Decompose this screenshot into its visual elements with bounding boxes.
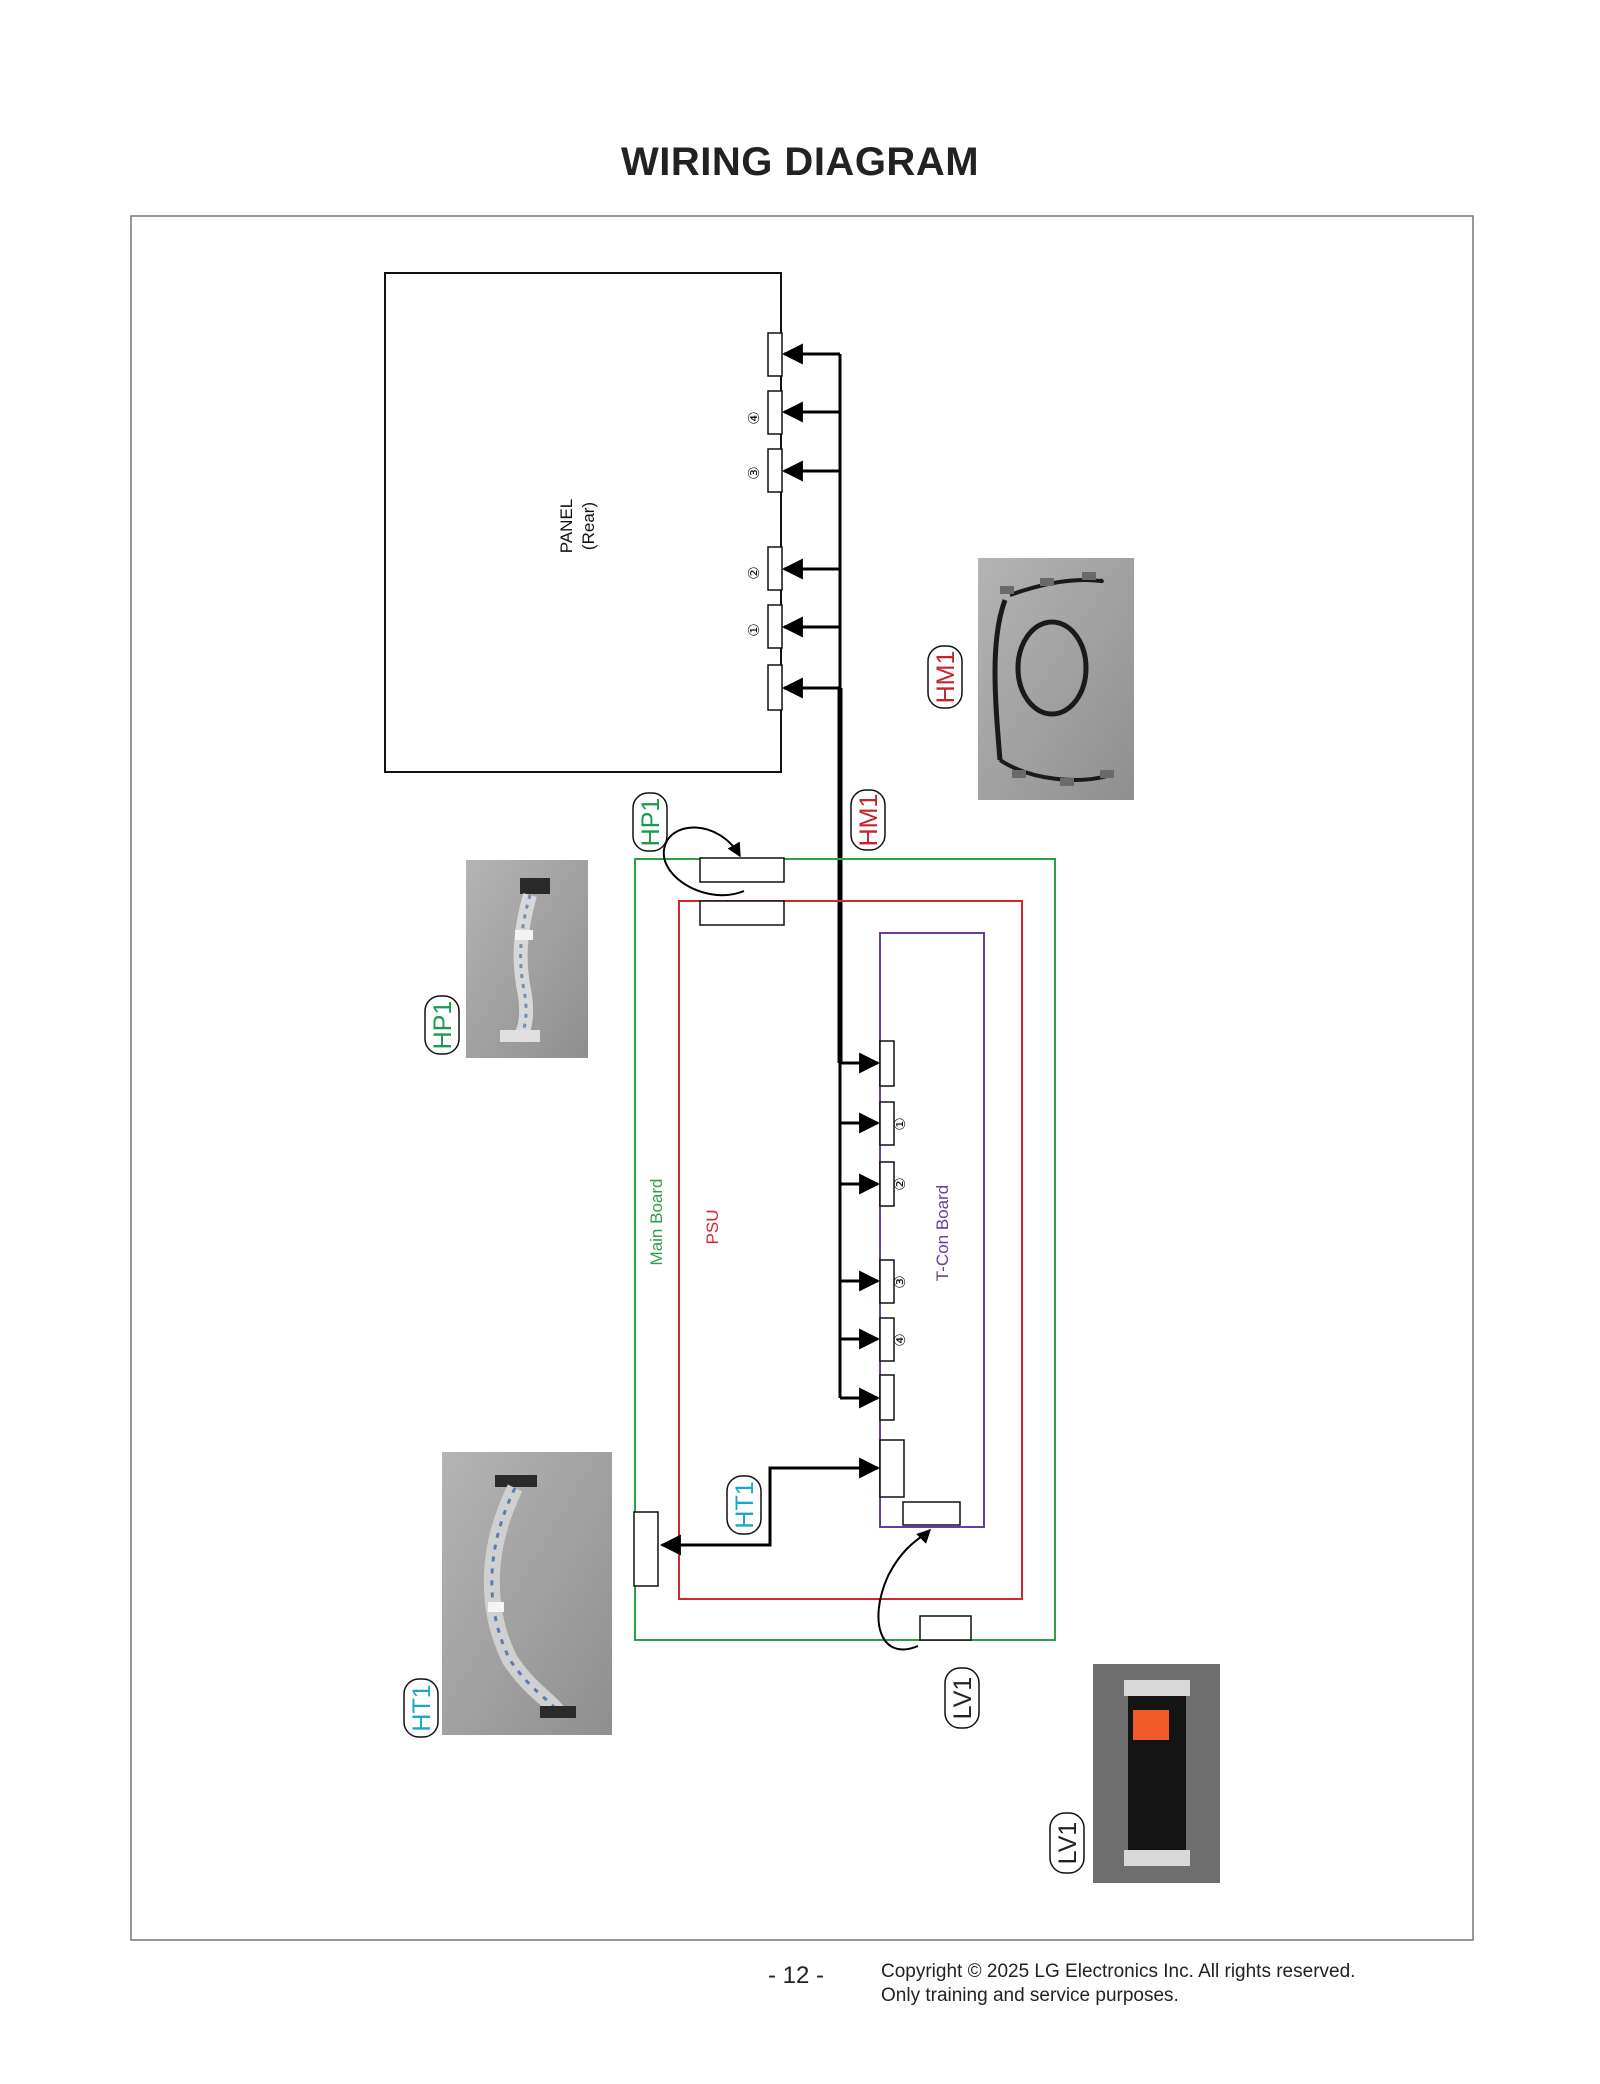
copyright-line: Copyright © 2025 LG Electronics Inc. All… — [881, 1961, 1356, 1982]
hp1-connector-main — [699, 857, 785, 883]
lv1-label-pill — [944, 1667, 980, 1729]
hp1-cable-photo — [466, 860, 588, 1058]
tcon-board-box — [879, 932, 985, 1528]
lv1-connector-tcon — [902, 1501, 961, 1526]
main-board-label: Main Board — [647, 1179, 666, 1266]
panel-connector — [767, 546, 783, 591]
ht1-wire — [659, 1457, 881, 1556]
hm1-tcon-wiring — [838, 1052, 881, 1409]
hp1-cable-label: HP1 — [637, 798, 665, 847]
page-title: WIRING DIAGRAM — [620, 140, 980, 184]
lv1-cable-photo — [1093, 1664, 1220, 1883]
hp1-arrow — [662, 826, 745, 897]
tcon-marker-4: ④ — [892, 1333, 909, 1346]
hm1-cable-label: HM1 — [855, 794, 883, 847]
panel-label: PANEL — [557, 499, 576, 554]
hm1-label-pill — [850, 789, 886, 851]
panel-connector — [767, 390, 783, 435]
hm1-photo-label-pill — [927, 645, 963, 709]
panel-marker-2: ② — [746, 566, 763, 579]
panel-sublabel: (Rear) — [579, 502, 598, 550]
tcon-connector — [879, 1374, 895, 1421]
panel-marker-1: ① — [746, 623, 763, 636]
lv1-connector-main — [919, 1615, 972, 1641]
tcon-marker-3: ③ — [892, 1275, 909, 1288]
tcon-marker-1: ① — [892, 1117, 909, 1130]
hp1-photo-label: HP1 — [429, 1001, 457, 1050]
ht1-connector-main — [633, 1511, 659, 1587]
diagram-frame — [130, 215, 1474, 1941]
psu-label: PSU — [703, 1210, 722, 1245]
hm1-cable-photo — [978, 558, 1134, 800]
hp1-photo-label-pill — [424, 995, 460, 1055]
panel-marker-3: ③ — [746, 466, 763, 479]
panel-marker-4: ④ — [746, 411, 763, 424]
panel-connector — [767, 332, 783, 377]
ht1-photo-label-pill — [403, 1678, 439, 1738]
main-board-box — [634, 858, 1056, 1641]
tcon-marker-2: ② — [892, 1177, 909, 1190]
lv1-cable-label: LV1 — [949, 1677, 977, 1720]
panel-connector — [767, 604, 783, 649]
ht1-cable-photo — [442, 1452, 612, 1735]
copyright-notice: Copyright © 2025 LG Electronics Inc. All… — [881, 1960, 1355, 2008]
hp1-connector-psu — [699, 900, 785, 926]
ht1-label-pill — [726, 1475, 762, 1535]
page-number: - 12 - — [768, 1962, 825, 1989]
ht1-photo-label: HT1 — [408, 1684, 436, 1731]
hp1-label-pill — [632, 792, 668, 852]
panel-connector — [767, 448, 783, 493]
panel-connector — [767, 664, 783, 711]
panel-box — [384, 272, 782, 773]
lv1-photo-label: LV1 — [1054, 1822, 1082, 1865]
lv1-photo-label-pill — [1049, 1812, 1085, 1874]
psu-box — [678, 900, 1023, 1600]
tcon-connector — [879, 1040, 895, 1087]
ht1-cable-label: HT1 — [731, 1481, 759, 1528]
lv1-arrow — [877, 1529, 931, 1651]
hm1-photo-label: HM1 — [932, 651, 960, 704]
tcon-board-label: T-Con Board — [933, 1185, 952, 1281]
hm1-wiring — [781, 343, 843, 1063]
copyright-line: Only training and service purposes. — [881, 1985, 1179, 2006]
ht1-connector-tcon — [879, 1439, 905, 1498]
